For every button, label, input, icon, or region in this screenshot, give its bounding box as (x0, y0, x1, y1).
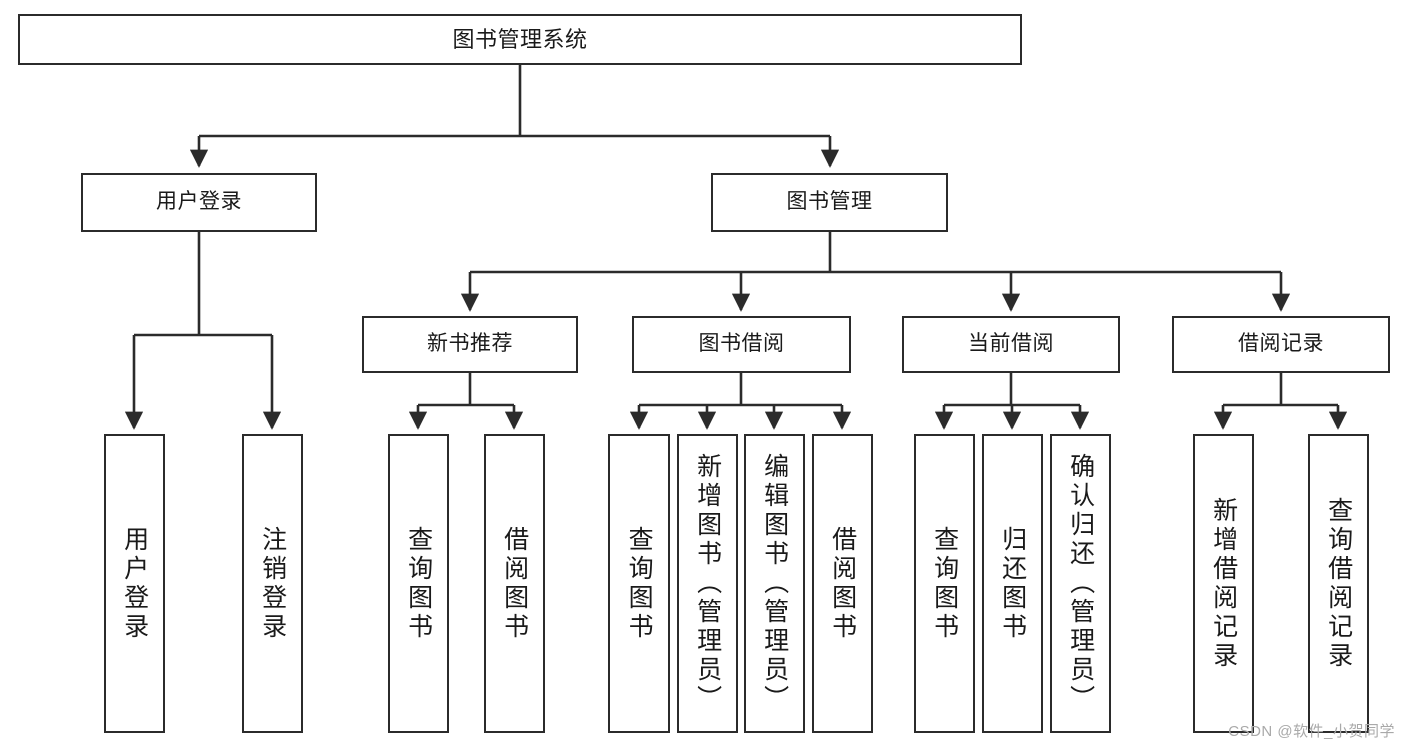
leaf-borrow-add-book-admin[interactable]: 新增图书（管理员） (677, 434, 738, 733)
node-label: 编辑图书（管理员） (760, 453, 789, 714)
node-label: 查询图书 (930, 525, 959, 642)
node-label: 查询图书 (625, 525, 654, 642)
leaf-current-return-book[interactable]: 归还图书 (982, 434, 1043, 733)
leaf-current-confirm-return-admin[interactable]: 确认归还（管理员） (1050, 434, 1111, 733)
node-label: 图书借阅 (698, 332, 785, 356)
node-label: 借阅图书 (500, 525, 529, 642)
leaf-borrow-edit-book-admin[interactable]: 编辑图书（管理员） (744, 434, 805, 733)
node-label: 图书管理 (786, 190, 873, 214)
node-label: 注销登录 (258, 525, 287, 642)
leaf-user-login-signin[interactable]: 用户登录 (104, 434, 165, 733)
node-label: 用户登录 (120, 525, 149, 642)
node-book-management[interactable]: 图书管理 (711, 173, 948, 232)
node-label: 确认归还（管理员） (1066, 453, 1095, 714)
node-label: 新增借阅记录 (1209, 496, 1238, 671)
node-label: 当前借阅 (968, 332, 1054, 356)
node-label: 借阅记录 (1238, 332, 1324, 356)
node-current-borrow[interactable]: 当前借阅 (902, 316, 1120, 373)
node-label: 借阅图书 (828, 525, 857, 642)
node-root-system[interactable]: 图书管理系统 (18, 14, 1022, 65)
leaf-user-login-signout[interactable]: 注销登录 (242, 434, 303, 733)
csdn-watermark: CSDN @软件_小贺同学 (1228, 723, 1395, 740)
leaf-recommend-borrow-book[interactable]: 借阅图书 (484, 434, 545, 733)
node-label: 查询图书 (404, 525, 433, 642)
node-user-login[interactable]: 用户登录 (81, 173, 317, 232)
node-label: 查询借阅记录 (1324, 496, 1353, 671)
node-label: 新书推荐 (427, 332, 513, 356)
node-label: 图书管理系统 (452, 26, 588, 52)
leaf-recommend-query-book[interactable]: 查询图书 (388, 434, 449, 733)
leaf-borrow-query-book[interactable]: 查询图书 (608, 434, 670, 733)
leaf-record-query-record[interactable]: 查询借阅记录 (1308, 434, 1369, 733)
leaf-borrow-borrow-book[interactable]: 借阅图书 (812, 434, 873, 733)
node-new-book-recommend[interactable]: 新书推荐 (362, 316, 578, 373)
node-label: 归还图书 (998, 525, 1027, 642)
node-label: 新增图书（管理员） (693, 453, 722, 714)
node-borrow-record[interactable]: 借阅记录 (1172, 316, 1390, 373)
node-book-borrow[interactable]: 图书借阅 (632, 316, 851, 373)
leaf-record-add-record[interactable]: 新增借阅记录 (1193, 434, 1254, 733)
leaf-current-query-book[interactable]: 查询图书 (914, 434, 975, 733)
node-label: 用户登录 (156, 190, 242, 214)
